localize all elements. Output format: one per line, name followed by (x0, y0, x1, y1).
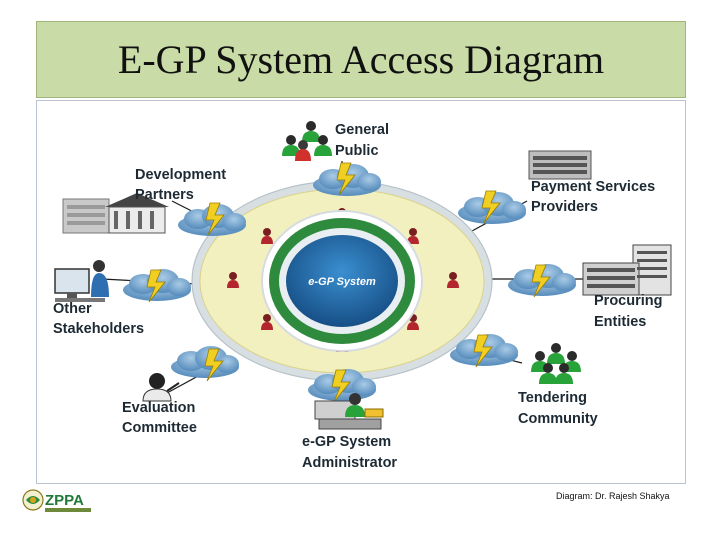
tendering-community-label-2: Community (518, 411, 598, 427)
logo-text: ZPPA (45, 492, 84, 509)
procuring-entities-label-2: Entities (594, 314, 646, 330)
general-public-label-1: General (335, 122, 389, 138)
other-stakeholders-label-1: Other (53, 301, 92, 317)
other-stakeholders-label-2: Stakeholders (53, 321, 144, 337)
evaluation-committee-label-2: Committee (122, 420, 197, 436)
computer-user-icon (54, 260, 109, 302)
payment-services-label-1: Payment Services (531, 179, 655, 195)
bank-money-icon (62, 193, 169, 234)
diagram-panel: e-GP System General Public (36, 100, 686, 484)
access-diagram: e-GP System General Public (53, 121, 672, 471)
system-administrator-label-1: e-GP System (302, 434, 391, 450)
development-partners-label-2: Partners (135, 187, 194, 203)
tendering-community-node: Tendering Community (518, 343, 598, 427)
general-public-node: General Public (282, 121, 389, 161)
tendering-community-icon (531, 343, 581, 384)
payment-services-label-2: Providers (531, 199, 598, 215)
zppa-logo: ZPPA (22, 486, 94, 516)
general-public-icon (282, 121, 332, 161)
admin-workstation-icon (314, 393, 384, 430)
hub-label: e-GP System (308, 276, 376, 288)
page-title: E-GP System Access Diagram (117, 37, 605, 82)
other-stakeholders-node: Other Stakeholders (53, 260, 144, 337)
building-icon (528, 150, 592, 180)
development-partners-label-1: Development (135, 167, 226, 183)
procuring-entities-label-1: Procuring (594, 293, 662, 309)
system-administrator-node: e-GP System Administrator (302, 393, 397, 471)
general-public-label-2: Public (335, 143, 379, 159)
system-administrator-label-2: Administrator (302, 455, 397, 471)
title-banner: E-GP System Access Diagram (36, 21, 686, 98)
evaluation-committee-label-1: Evaluation (122, 400, 195, 416)
payment-services-node: Payment Services Providers (528, 150, 655, 215)
office-building-icon (582, 244, 672, 296)
development-partners-node: Development Partners (62, 167, 226, 234)
evaluator-icon (142, 373, 180, 402)
diagram-credit: Diagram: Dr. Rajesh Shakya (556, 491, 670, 501)
egp-system-hub: e-GP System (261, 210, 423, 352)
procuring-entities-node: Procuring Entities (582, 244, 672, 330)
tendering-community-label-1: Tendering (518, 390, 587, 406)
evaluation-committee-node: Evaluation Committee (122, 373, 197, 436)
